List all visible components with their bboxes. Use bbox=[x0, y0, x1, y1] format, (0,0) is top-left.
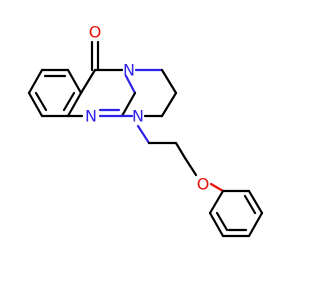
ring-nitrogen-label: N bbox=[123, 61, 135, 80]
bond-phenyl-1 bbox=[208, 189, 225, 215]
amine-nitrogen-label: N bbox=[132, 107, 144, 126]
bond-c7-c8 bbox=[160, 91, 178, 118]
bond-phenyl-5 bbox=[247, 189, 264, 215]
bond-ch2-o bbox=[174, 141, 187, 160]
bond-phenyl-inner-left bbox=[215, 211, 229, 232]
bond-phenyl-2 bbox=[208, 211, 225, 238]
bond-c11-c11b bbox=[120, 91, 137, 118]
bond-c4a-c4 bbox=[79, 68, 97, 95]
bond-benzene-5 bbox=[66, 91, 83, 118]
ether-oxygen-label: O bbox=[197, 175, 210, 194]
bond-c6-c7 bbox=[160, 68, 178, 95]
carbonyl-oxygen-label: O bbox=[89, 23, 102, 42]
bond-o-phenyl bbox=[209, 182, 225, 193]
bond-benzene-6 bbox=[66, 68, 83, 95]
bond-benzene-inner-left bbox=[34, 91, 48, 112]
chemical-structure-diagram: O N N N O bbox=[27, 23, 264, 238]
carbonyl-group: O bbox=[89, 23, 102, 72]
quinazoline-nitrogen-label: N bbox=[85, 107, 97, 126]
bond-benzene-3 bbox=[27, 91, 44, 118]
bond-phenyl-4 bbox=[247, 211, 264, 238]
bond-o-to-ch2-continuation bbox=[183, 156, 198, 177]
bond-phenyl-inner-right bbox=[243, 194, 257, 215]
benzene-ring bbox=[27, 68, 83, 118]
bond-benzene-inner-bottom-right bbox=[62, 91, 76, 112]
bond-benzene-2 bbox=[27, 68, 44, 95]
bond-n5-c11 bbox=[124, 74, 137, 95]
phenyl-ring bbox=[208, 189, 264, 238]
tetrahydropyrimidine-ring bbox=[120, 68, 178, 118]
bond-n9-ch2 bbox=[136, 124, 151, 145]
phenoxyethyl-chain bbox=[136, 124, 225, 193]
pyrimidinone-ring bbox=[66, 68, 137, 118]
